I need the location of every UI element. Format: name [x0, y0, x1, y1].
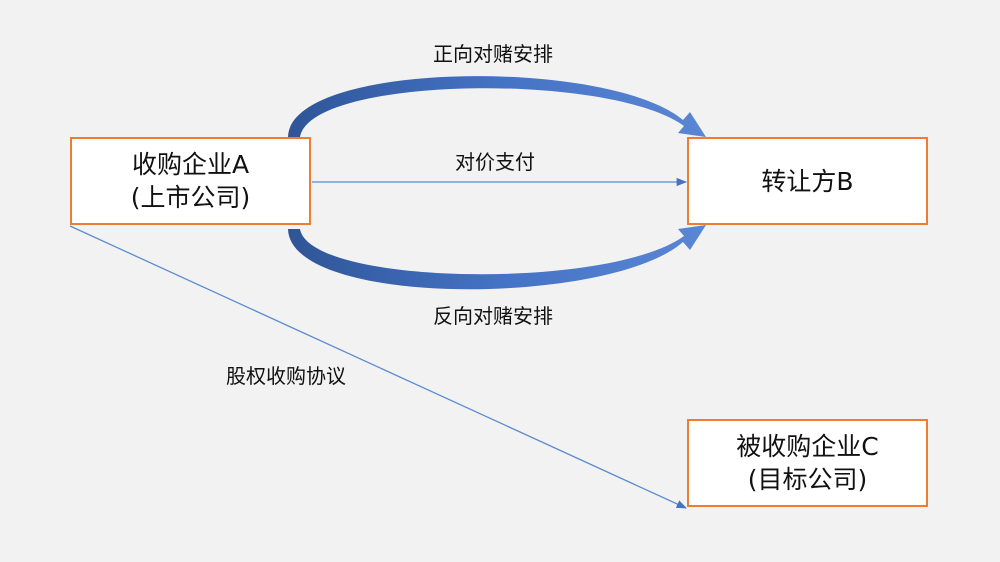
acquirer-note: (上市公司): [130, 183, 251, 212]
transferor-name: 转让方B: [761, 166, 854, 196]
payment-label: 对价支付: [455, 150, 535, 174]
transferor-box: 转让方B: [687, 137, 928, 225]
reverse-vam-label: 反向对赌安排: [433, 304, 553, 328]
target-box: 被收购企业C (目标公司): [687, 419, 928, 507]
reverse-vam-arrow: [288, 225, 706, 290]
equity-agreement-arrow: [69, 225, 687, 509]
target-name: 被收购企业C: [736, 432, 879, 461]
acquirer-name: 收购企业A: [131, 150, 250, 179]
forward-vam-arrow: [288, 76, 706, 137]
equity-agreement-label: 股权收购协议: [226, 364, 346, 388]
target-note: (目标公司): [747, 465, 868, 494]
forward-vam-label: 正向对赌安排: [433, 42, 553, 66]
acquirer-box: 收购企业A (上市公司): [70, 137, 311, 225]
